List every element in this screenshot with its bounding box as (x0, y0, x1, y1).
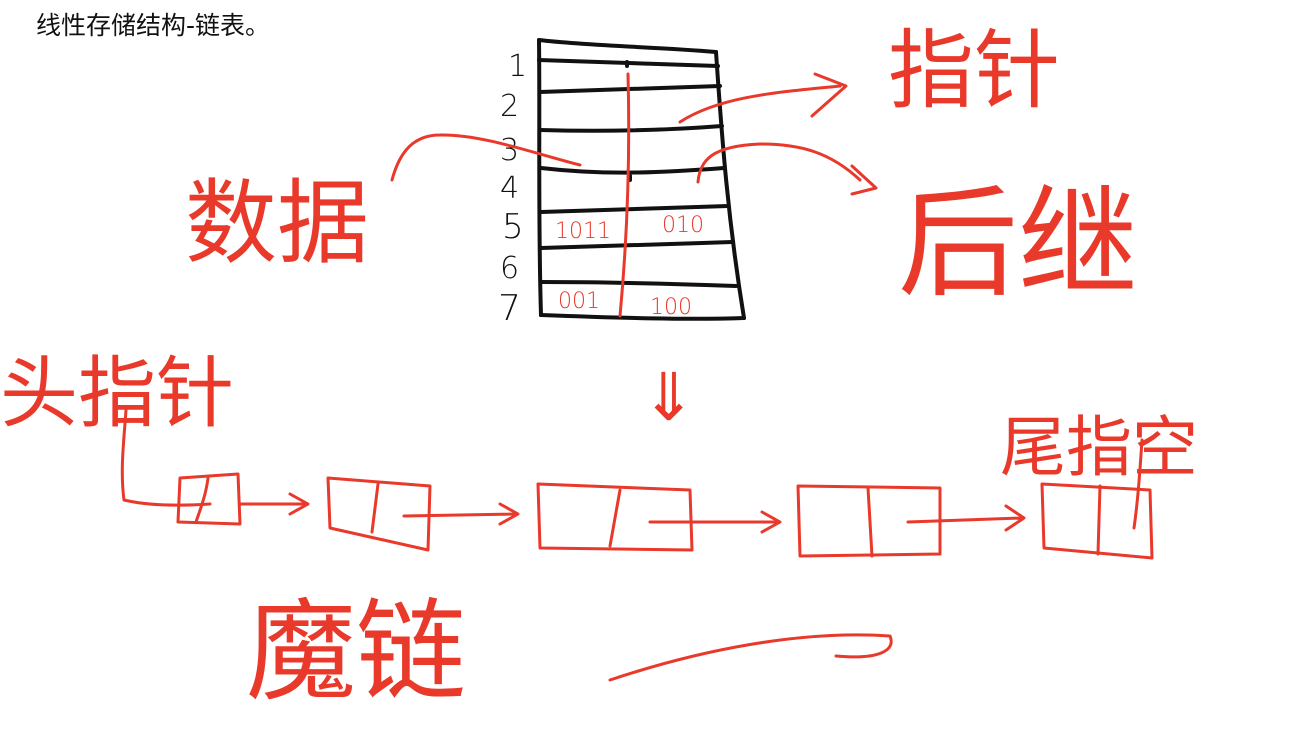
memory-row-line (539, 240, 734, 250)
list-node (796, 484, 942, 558)
down-arrow-icon: ⇓ (641, 359, 696, 436)
list-node (1040, 482, 1154, 560)
list-node (536, 482, 694, 552)
head-pointer-arrow (120, 408, 212, 507)
data-label: 数据 (185, 170, 369, 277)
row-number-list: 1 2 3 4 5 6 7 (498, 49, 527, 329)
successor-label: 后继 (898, 175, 1138, 314)
document-title: 线性存储结构-链表。 (36, 11, 271, 40)
data-arrow (390, 133, 582, 182)
row5-data-value: 1011 (555, 219, 611, 244)
row-number: 1 (508, 49, 527, 84)
list-node-divider (866, 486, 874, 558)
list-node-divider (370, 482, 380, 534)
memory-row-line (539, 280, 738, 288)
list-node-box (176, 472, 242, 526)
memory-row-line (539, 166, 726, 175)
memory-row-line (538, 84, 722, 94)
row-number: 3 (500, 133, 519, 168)
row-number: 7 (498, 288, 521, 329)
list-link-arrow (648, 510, 782, 534)
memory-table-dots (625, 60, 632, 182)
memory-table: 1 2 3 4 5 6 7 (498, 38, 746, 329)
pointer-arrow (678, 72, 848, 124)
row-number: 5 (502, 207, 524, 247)
list-node (326, 476, 432, 552)
memory-table-right-edge (714, 50, 746, 320)
list-node-divider (194, 476, 210, 524)
list-link-arrow (238, 492, 310, 516)
memory-row-line (539, 204, 730, 214)
magic-chain-label: 魔链 (246, 588, 466, 716)
memory-column-divider (618, 72, 631, 318)
list-link-arrow (906, 504, 1026, 532)
pointer-label: 指针 (888, 21, 1060, 121)
memory-table-bottom-line (539, 313, 746, 321)
list-node-divider (1096, 484, 1102, 556)
memory-table-top-line (537, 38, 718, 54)
magic-chain-swoosh (608, 633, 893, 682)
row-number: 2 (500, 89, 519, 124)
tail-pointer-null-label: 尾指空 (1000, 409, 1198, 486)
row5-pointer-value: 010 (662, 213, 704, 238)
memory-row-line (538, 124, 724, 133)
successor-arrow (696, 142, 878, 196)
row-number: 6 (500, 251, 519, 286)
list-node (176, 472, 242, 526)
memory-row-line (537, 58, 720, 68)
list-node-box (796, 484, 942, 558)
memory-table-left-edge (537, 38, 543, 317)
list-node-box (536, 482, 694, 552)
list-link-arrow (402, 502, 520, 526)
head-pointer-label: 头指针 (0, 349, 234, 439)
linked-list (176, 472, 1154, 560)
list-node-box (326, 476, 432, 552)
row7-data-value: 001 (558, 289, 600, 314)
list-node-box (1040, 482, 1154, 560)
tail-pointer-line (1132, 438, 1144, 530)
row-number: 4 (500, 171, 519, 206)
row7-pointer-value: 100 (650, 295, 692, 320)
list-node-divider (608, 488, 622, 548)
